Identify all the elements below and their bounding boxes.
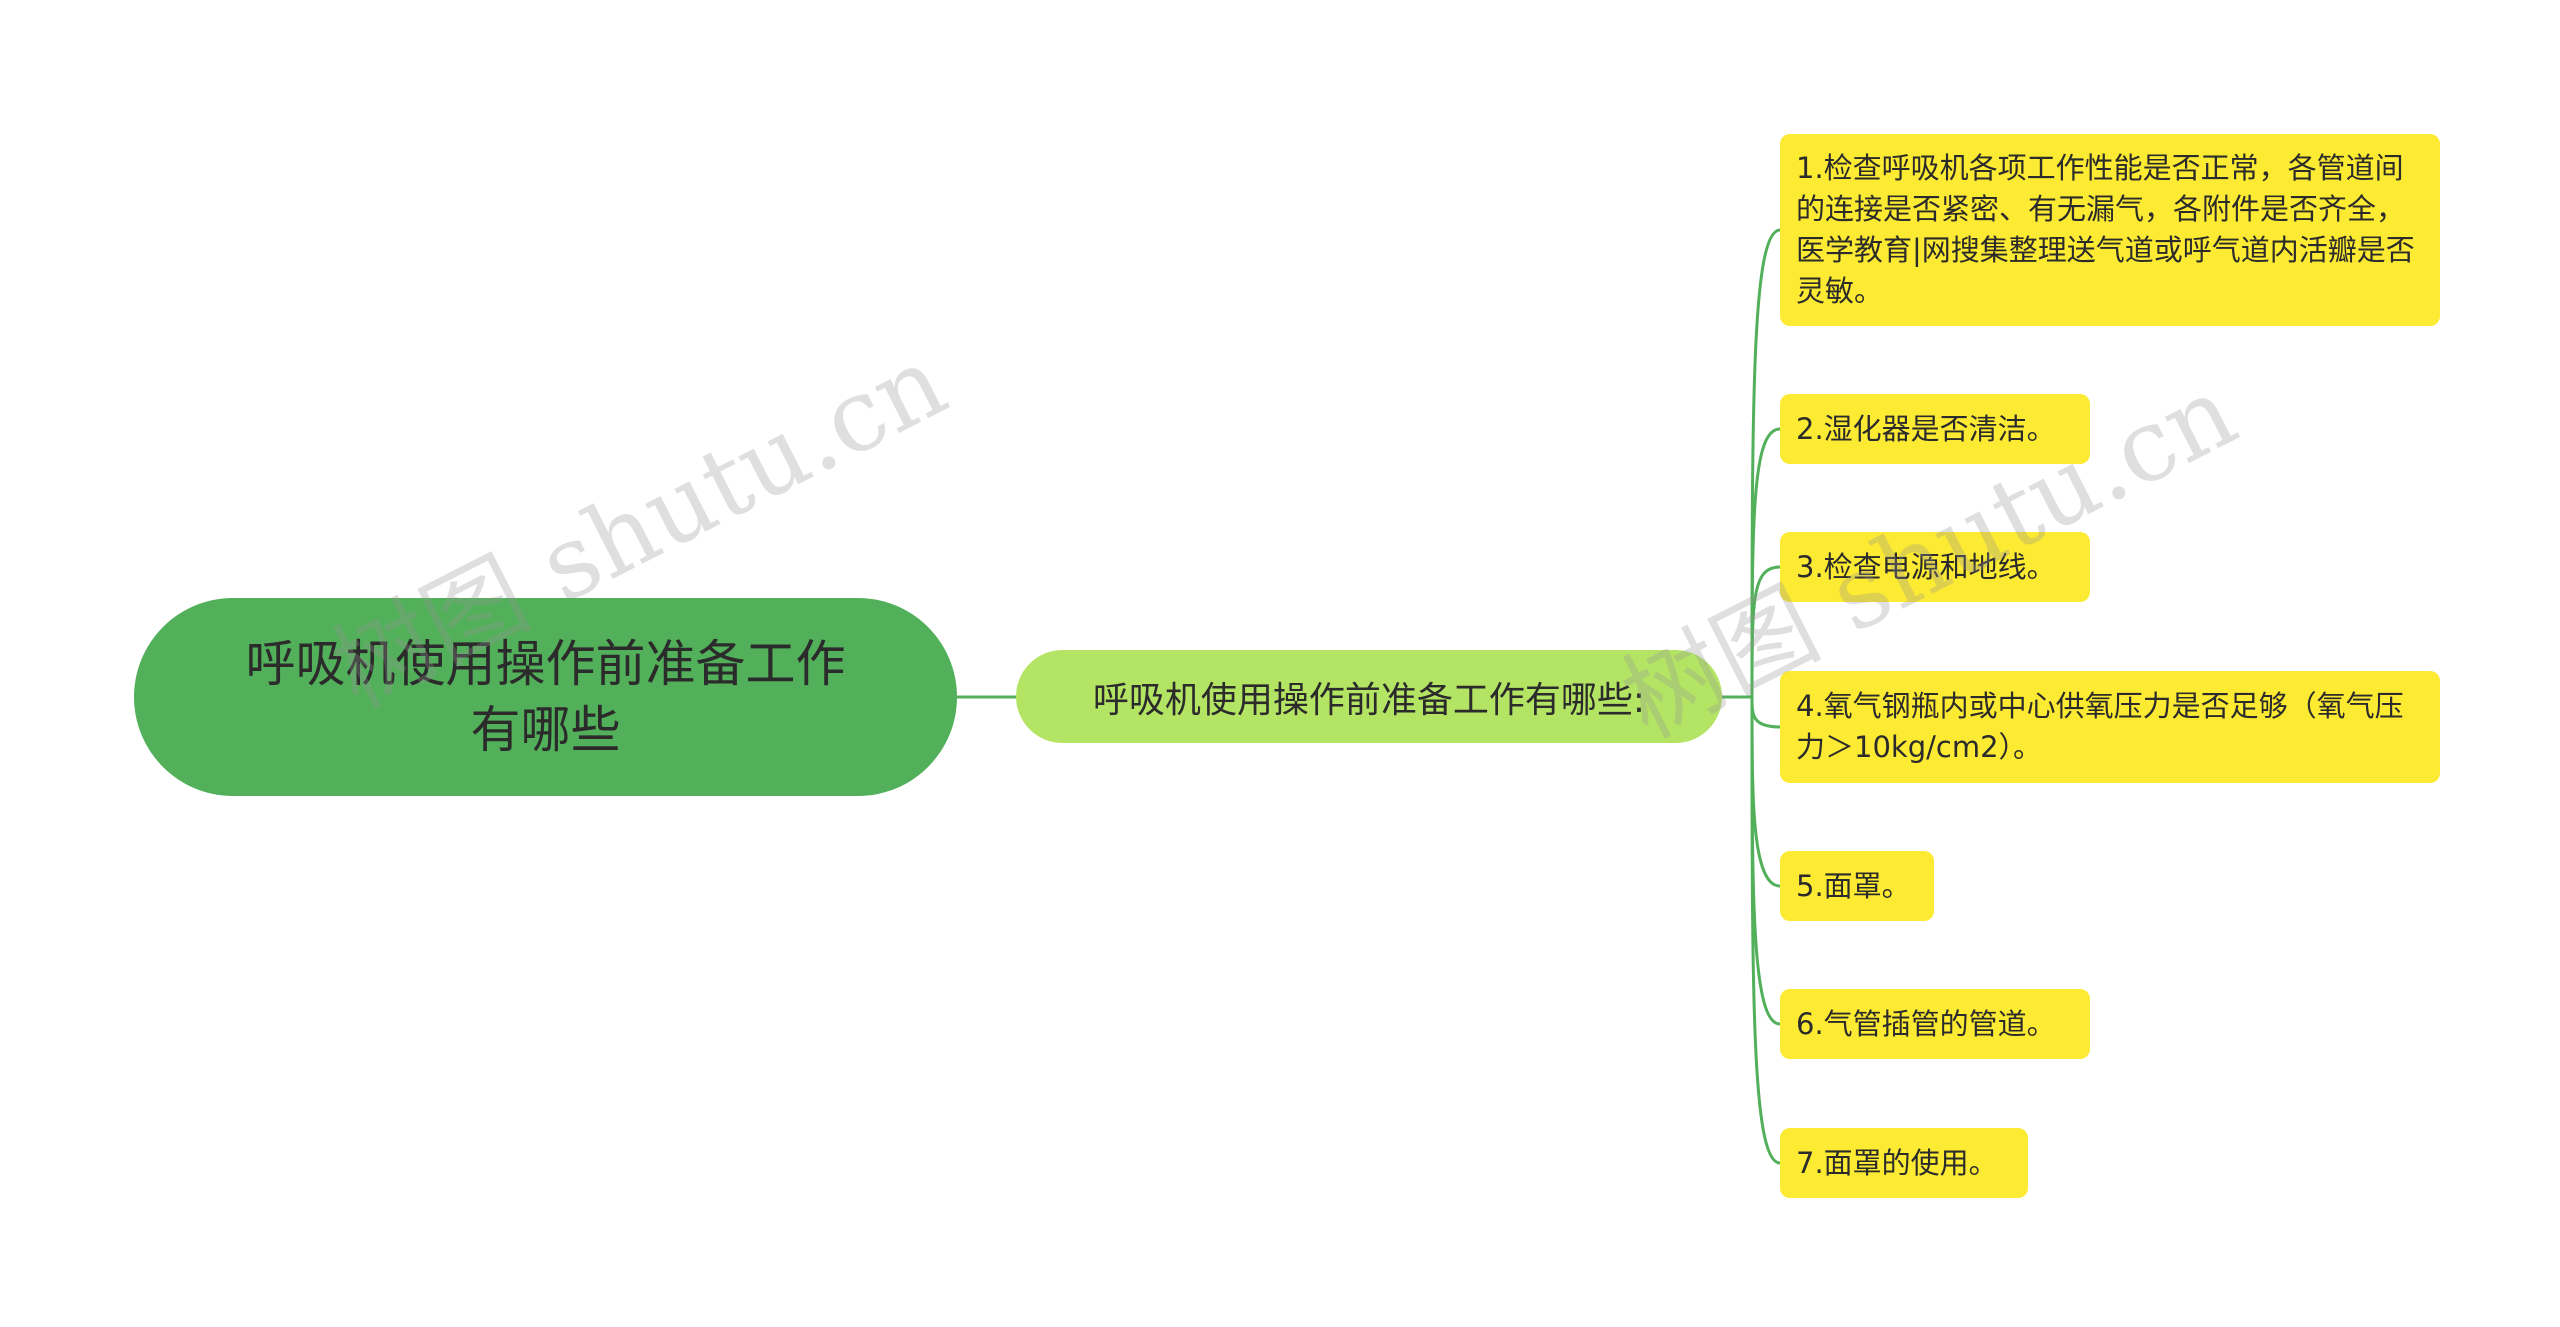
leaf-topic-label: 1.检查呼吸机各项工作性能是否正常，各管道间的连接是否紧密、有无漏气，各附件是否… bbox=[1796, 151, 2415, 308]
leaf-topic-7[interactable]: 7.面罩的使用。 bbox=[1780, 1128, 2028, 1198]
root-topic[interactable]: 呼吸机使用操作前准备工作有哪些 bbox=[134, 598, 957, 796]
branch-topic-label: 呼吸机使用操作前准备工作有哪些: bbox=[1092, 679, 1646, 721]
leaf-topic-label: 2.湿化器是否清洁。 bbox=[1796, 411, 2056, 446]
branch-topic[interactable]: 呼吸机使用操作前准备工作有哪些: bbox=[1016, 650, 1722, 743]
leaf-topic-2[interactable]: 2.湿化器是否清洁。 bbox=[1780, 394, 2090, 464]
leaf-topic-label: 4.氧气钢瓶内或中心供氧压力是否足够（氧气压力＞10kg/cm2）。 bbox=[1796, 689, 2404, 764]
connector-leaf-7 bbox=[1750, 696, 1781, 1165]
leaf-topic-label: 5.面罩。 bbox=[1796, 868, 1911, 903]
root-topic-label: 呼吸机使用操作前准备工作有哪些 bbox=[245, 635, 846, 759]
leaf-topic-5[interactable]: 5.面罩。 bbox=[1780, 851, 1934, 921]
connector-leaf-6 bbox=[1750, 696, 1781, 1026]
leaf-topic-label: 3.检查电源和地线。 bbox=[1796, 549, 2056, 584]
leaf-topic-4[interactable]: 4.氧气钢瓶内或中心供氧压力是否足够（氧气压力＞10kg/cm2）。 bbox=[1780, 671, 2440, 783]
leaf-topic-label: 7.面罩的使用。 bbox=[1796, 1145, 1998, 1180]
leaf-topic-1[interactable]: 1.检查呼吸机各项工作性能是否正常，各管道间的连接是否紧密、有无漏气，各附件是否… bbox=[1780, 134, 2440, 326]
connector-leaf-1 bbox=[1750, 228, 1781, 698]
connector-leaf-4 bbox=[1750, 696, 1781, 729]
leaf-topic-6[interactable]: 6.气管插管的管道。 bbox=[1780, 989, 2090, 1059]
connector-leaf-3 bbox=[1750, 565, 1781, 698]
connector-leaf-2 bbox=[1750, 427, 1781, 698]
leaf-topic-label: 6.气管插管的管道。 bbox=[1796, 1006, 2056, 1041]
leaf-topic-3[interactable]: 3.检查电源和地线。 bbox=[1780, 532, 2090, 602]
